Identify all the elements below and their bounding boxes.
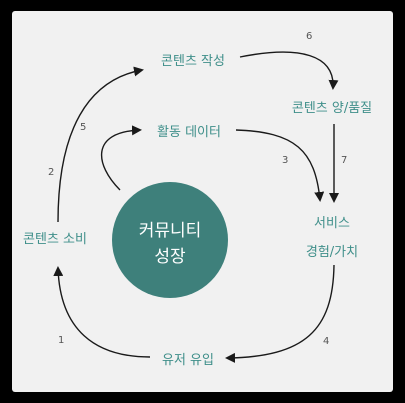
step-number-3: 3 (282, 155, 288, 166)
step-number-4: 4 (323, 336, 329, 347)
arrow-1 (53, 266, 151, 358)
node-service-line1: 서비스 (314, 216, 350, 231)
step-number-5: 5 (80, 122, 86, 133)
arrow-5 (100, 125, 142, 191)
node-content-writing: 콘텐츠 작성 (161, 54, 225, 69)
center-title-line1: 커뮤니티 (139, 221, 202, 241)
arrow-4 (225, 264, 335, 363)
node-content-quantity-quality: 콘텐츠 양/품질 (292, 101, 372, 116)
arrow-6 (239, 51, 339, 90)
center-title-line2: 성장 (154, 247, 186, 267)
node-service-line2: 경험/가치 (306, 245, 358, 260)
arrow-3 (235, 129, 325, 202)
step-number-1: 1 (58, 335, 64, 346)
node-user-inflow: 유저 유입 (162, 353, 214, 368)
arrow-2 (57, 66, 144, 223)
step-number-7: 7 (341, 155, 347, 166)
center-circle (112, 182, 228, 298)
step-number-2: 2 (48, 167, 54, 178)
node-content-consumption: 콘텐츠 소비 (23, 232, 87, 247)
node-activity-data: 활동 데이터 (157, 125, 221, 140)
step-number-6: 6 (306, 31, 312, 42)
